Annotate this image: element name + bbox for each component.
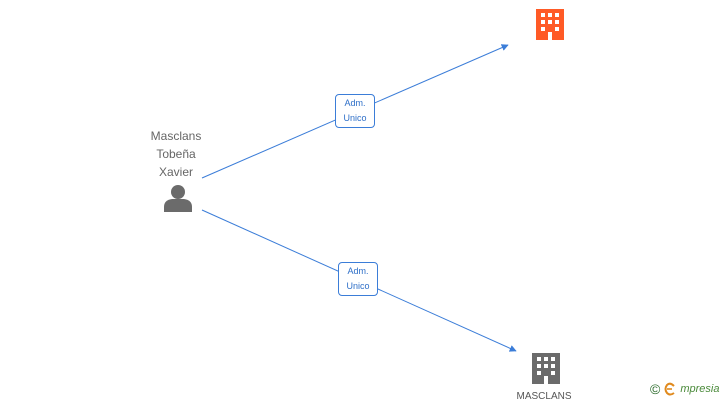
company-building-icon-bottom[interactable]	[532, 353, 560, 384]
edge-label-bottom-line-2: Unico	[346, 281, 370, 291]
watermark: © mpresia	[650, 379, 719, 399]
person-icon[interactable]	[164, 185, 192, 212]
edge-label-top[interactable]: Adm. Unico	[335, 94, 375, 128]
edge-label-bottom-line-1: Adm.	[347, 266, 369, 276]
copyright-icon: ©	[650, 381, 661, 397]
edge-label-top-line-2: Unico	[343, 113, 367, 123]
person-name-line-1: Masclans	[150, 129, 202, 143]
person-name-line-3: Xavier	[158, 165, 193, 179]
watermark-text: mpresia	[680, 383, 720, 395]
empresia-logo-icon	[664, 382, 676, 396]
edge-label-top-line-1: Adm.	[344, 98, 366, 108]
company-building-icon-top[interactable]	[536, 9, 564, 40]
person-name-line-2: Tobeña	[156, 147, 196, 161]
company-label-bottom[interactable]: MASCLANS	[516, 391, 572, 402]
edge-label-bottom[interactable]: Adm. Unico	[338, 262, 378, 296]
person-name[interactable]: Masclans Tobeña Xavier	[128, 127, 224, 181]
